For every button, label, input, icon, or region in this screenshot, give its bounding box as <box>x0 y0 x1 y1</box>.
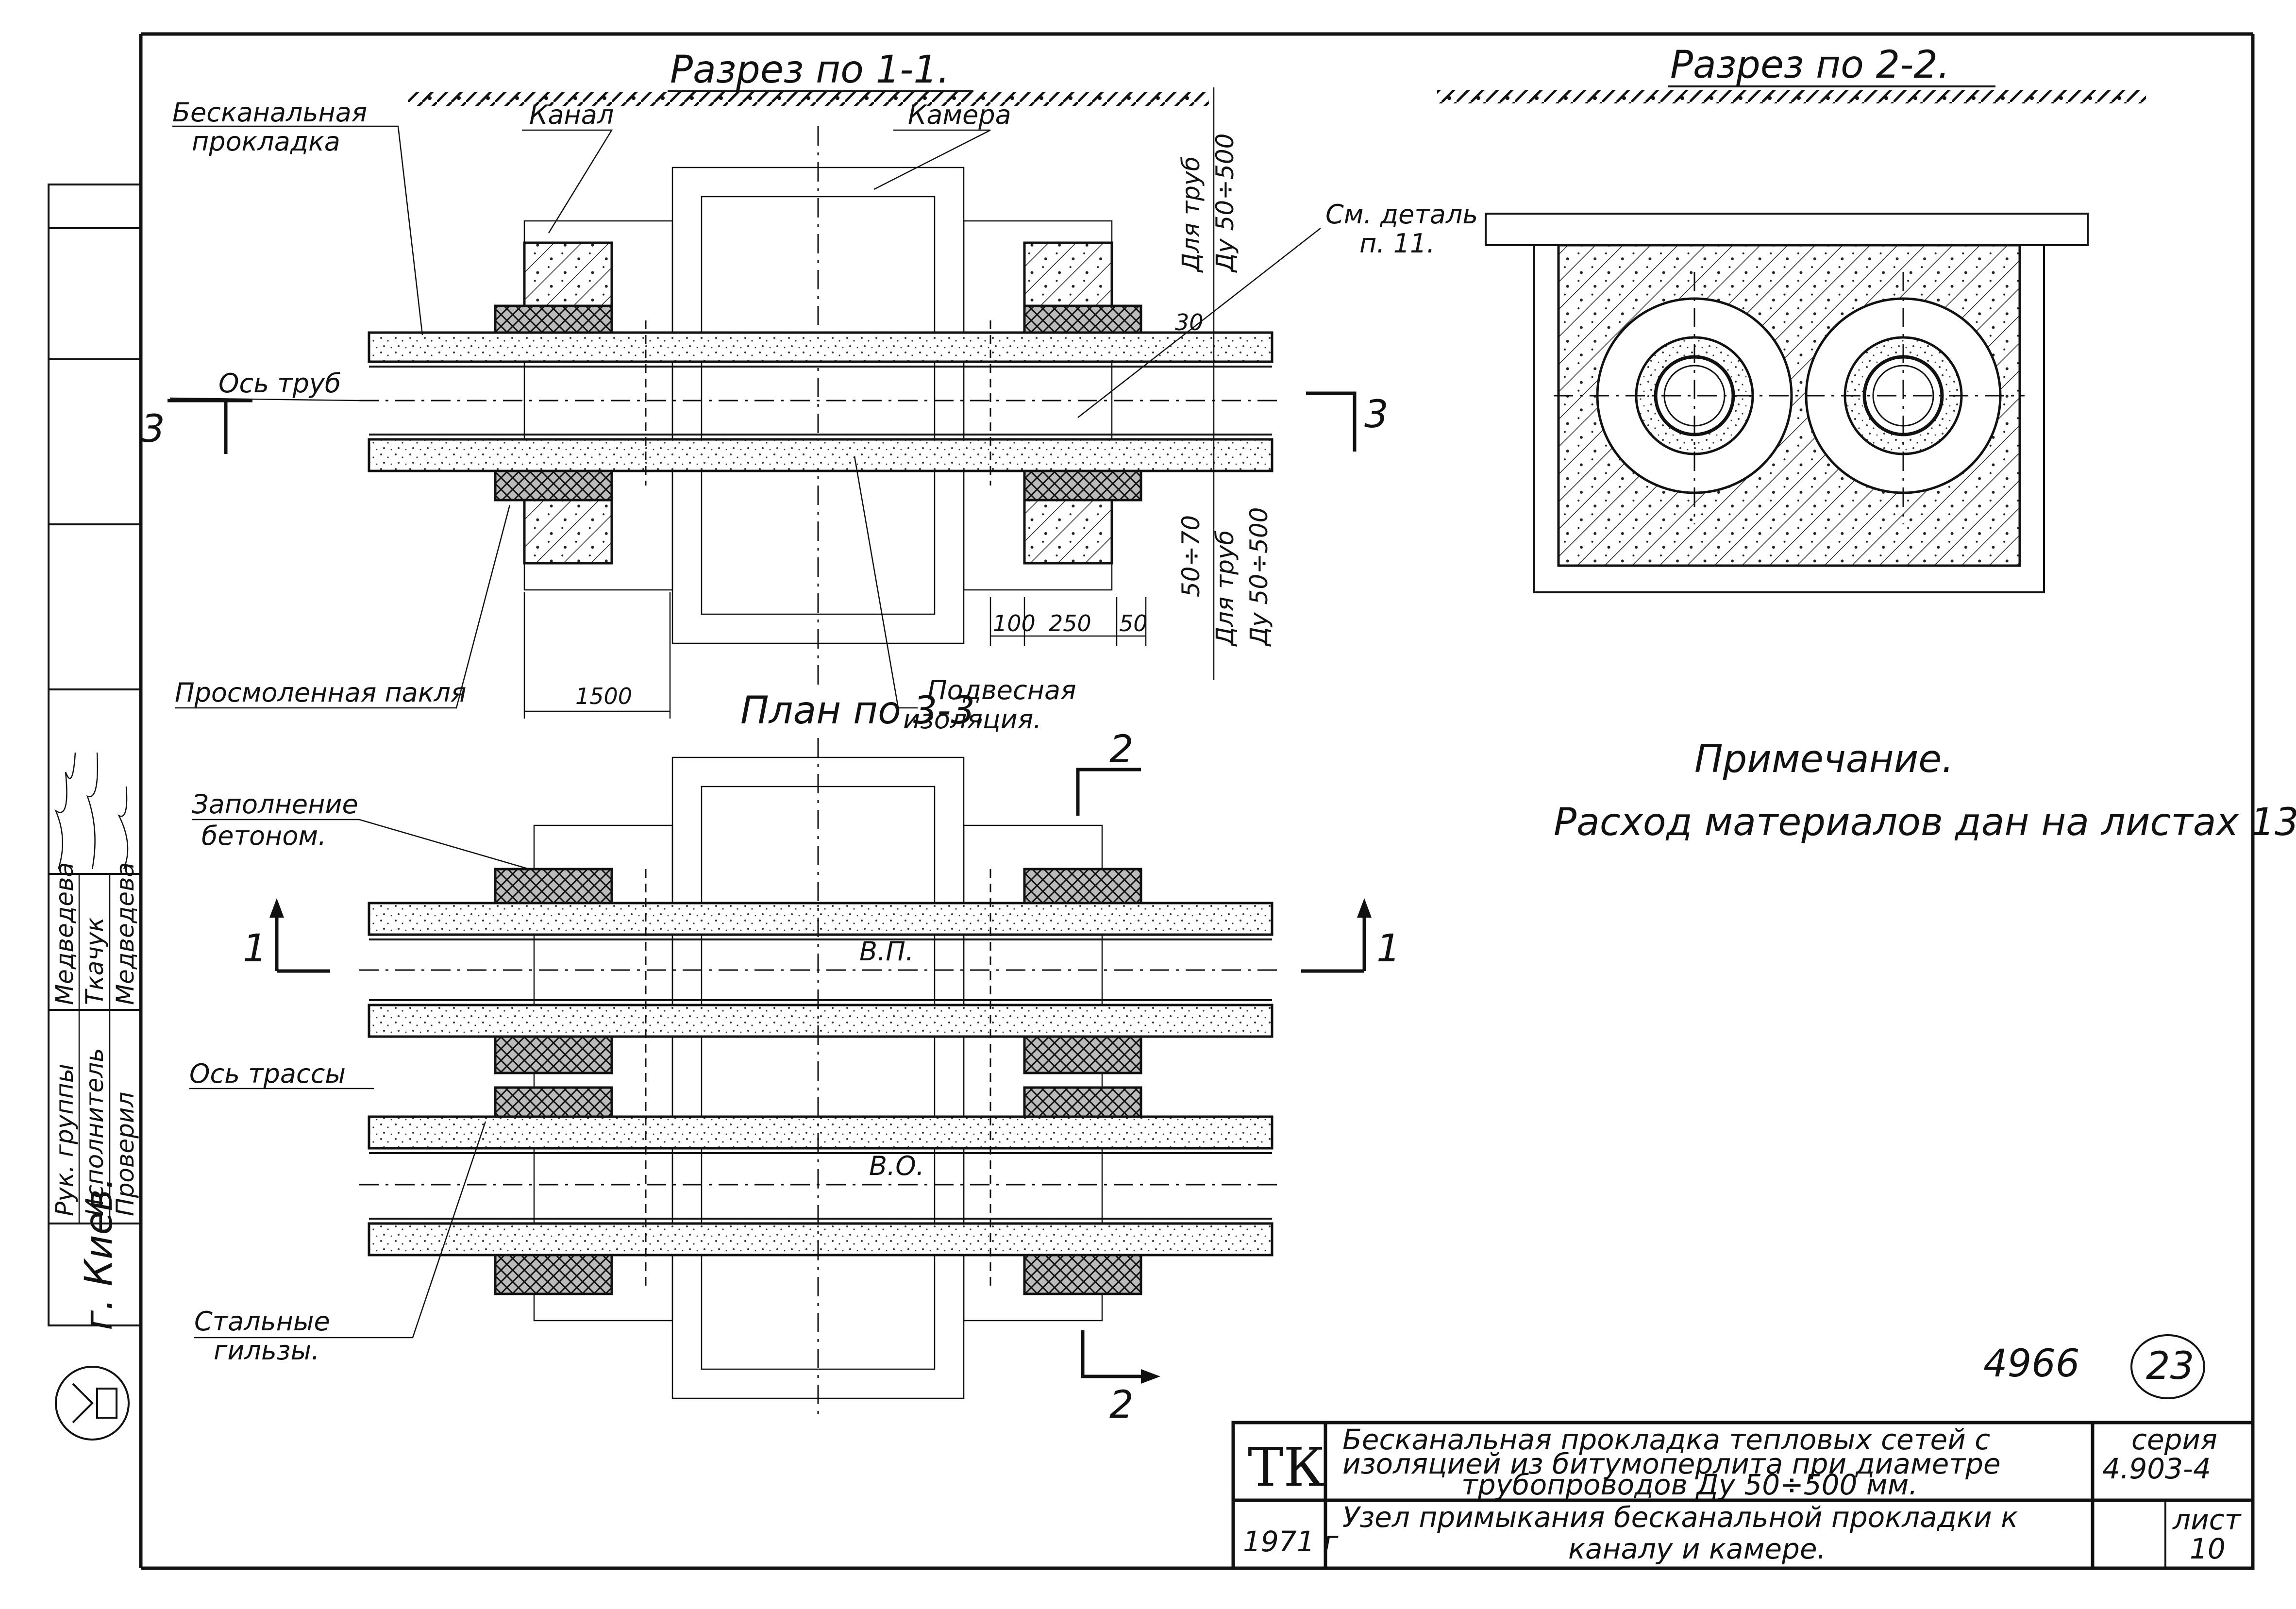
label-gilzy-1: Стальные <box>194 1306 330 1337</box>
concrete-fill-right-top <box>1023 241 1113 307</box>
signature-1 <box>54 752 76 870</box>
label-podves-2: изоляция. <box>903 704 1041 735</box>
stamp-role-2: Исполнитель <box>81 1048 109 1216</box>
title-year: 1971 г <box>1243 1525 1339 1558</box>
sub-line-2: каналу и камере. <box>1568 1532 1826 1565</box>
plan-pipe-vo-top <box>368 1115 1274 1150</box>
title-line-3: трубопроводов Ду 50÷500 мм. <box>1461 1468 1918 1501</box>
cut-mark-1-right: 1 <box>1301 898 1401 973</box>
note-text: Расход материалов дан на листах 13÷14. <box>1554 801 2296 844</box>
note: Примечание. Расход материалов дан на лис… <box>1554 737 2296 844</box>
svg-text:3: 3 <box>1364 393 1389 436</box>
title-org: ТК <box>1248 1436 1325 1498</box>
sheet-label: лист <box>2172 1503 2242 1536</box>
section-1-1-title: Разрез по 1-1. <box>670 48 950 92</box>
series-label: серия <box>2131 1423 2217 1456</box>
label-sm-detal: См. деталь <box>1325 199 1478 230</box>
stamp-emblem <box>55 1366 130 1441</box>
sheet-value: 10 <box>2190 1532 2226 1565</box>
plan-pipe-vp-bot <box>368 1004 1274 1038</box>
tarred-oakum-right-top <box>1023 304 1142 334</box>
svg-text:2: 2 <box>1109 728 1134 771</box>
label-zapoln-2: бетоном. <box>201 821 326 851</box>
signature-3 <box>117 786 129 870</box>
concrete-fill-left-bot <box>523 499 613 565</box>
section-1-1: Разрез по 1-1. 3 <box>141 48 1478 735</box>
label-prokladka: прокладка <box>192 126 340 157</box>
section-2-2-title: Разрез по 2-2. <box>1670 43 1950 87</box>
ground-surface-2 <box>1437 90 2146 103</box>
series-value: 4.903-4 <box>2102 1452 2211 1485</box>
archive-number: 4966 <box>1983 1342 2080 1386</box>
cut-mark-2-bottom: 2 <box>1081 1330 1160 1427</box>
tarred-oakum-left-bot <box>494 469 613 502</box>
tarred-oakum-right-bot <box>1023 469 1142 502</box>
plan-pipe-vp-top <box>368 902 1274 936</box>
label-zapoln-1: Заполнение <box>192 789 358 820</box>
concrete-fill-right-bot <box>1023 499 1113 565</box>
stamp-role-1: Рук. группы <box>50 1064 79 1216</box>
cut-mark-2-top: 2 <box>1076 728 1141 816</box>
label-kanal: Канал <box>529 100 614 130</box>
plan-pipe-vo-bot <box>368 1222 1274 1257</box>
dim-250: 250 <box>1049 610 1091 637</box>
dim-50-70: 50÷70 <box>1177 515 1205 597</box>
sheet-marks: 4966 23 <box>1983 1334 2205 1399</box>
label-vp: В.П. <box>859 936 914 967</box>
label-beskanal: Бесканальная <box>172 97 367 128</box>
tarred-oakum-left-top <box>494 304 613 334</box>
dim-1500: 1500 <box>575 683 632 709</box>
cut-mark-1-left: 1 <box>243 898 330 973</box>
label-sm-detal-p: п. 11. <box>1359 228 1435 259</box>
svg-text:3: 3 <box>141 407 165 451</box>
note-title: Примечание. <box>1694 737 1954 781</box>
ground-surface-1 <box>408 92 1209 106</box>
plan-3-3: План по 3-3. В.П. В.О. <box>189 689 1401 1427</box>
title-line-2: изоляцией из битумоперлита при диаметре <box>1342 1447 2001 1480</box>
label-vo: В.О. <box>869 1151 924 1181</box>
chamber-inner <box>701 196 936 615</box>
cut-mark-3-right: 3 <box>1306 391 1389 452</box>
dim-label-du-bot: Ду 50÷500 <box>1245 507 1273 647</box>
dim-30: 30 <box>1175 309 1204 335</box>
dim-50: 50 <box>1119 610 1148 637</box>
slab-cover <box>1485 213 2089 246</box>
svg-text:1: 1 <box>1376 927 1401 971</box>
label-gilzy-2: гильзы. <box>214 1335 319 1366</box>
side-stamp: Рук. группы Исполнитель Проверил Медведе… <box>48 184 142 1441</box>
circle-number: 23 <box>2146 1344 2194 1388</box>
channel-right <box>963 220 1113 591</box>
label-os-trub: Ось труб <box>218 368 341 399</box>
dim-label-dlya-trub-top: Для труб <box>1177 156 1205 273</box>
signature-2 <box>86 752 99 870</box>
section-2-2: Разрез по 2-2. <box>1437 43 2146 593</box>
stamp-role-3: Проверил <box>111 1092 139 1216</box>
cut-mark-3-left: 3 <box>141 399 252 454</box>
svg-text:1: 1 <box>243 927 267 971</box>
stamp-city: г. Киев. <box>77 1177 121 1330</box>
dim-label-dlya-trub-bot: Для труб <box>1211 530 1239 647</box>
plan-title: План по 3-3. <box>740 689 987 733</box>
label-os-trassy: Ось трассы <box>189 1058 346 1089</box>
pipe-insulation-bottom <box>368 438 1274 472</box>
label-proc-paklya: Просмоленная пакля <box>175 677 467 708</box>
pipe-insulation-top <box>368 331 1274 363</box>
channel-left <box>523 220 673 591</box>
label-podves-1: Подвесная <box>927 675 1076 705</box>
sub-line-1: Узел примыкания бесканальной прокладки к <box>1342 1501 2018 1534</box>
dim-100: 100 <box>993 610 1036 637</box>
stamp-name-3: Медведева <box>111 862 139 1005</box>
svg-text:2: 2 <box>1109 1383 1134 1427</box>
title-block: ТК 1971 г Бесканальная прокладка тепловы… <box>1231 1421 2255 1570</box>
label-kamera: Камера <box>908 100 1011 130</box>
stamp-name-1: Медведева <box>50 862 79 1005</box>
concrete-fill-left-top <box>523 241 613 307</box>
title-line-1: Бесканальная прокладка тепловых сетей с <box>1342 1423 1990 1456</box>
stamp-name-2: Ткачук <box>81 917 109 1005</box>
dim-label-du-top: Ду 50÷500 <box>1211 134 1239 273</box>
